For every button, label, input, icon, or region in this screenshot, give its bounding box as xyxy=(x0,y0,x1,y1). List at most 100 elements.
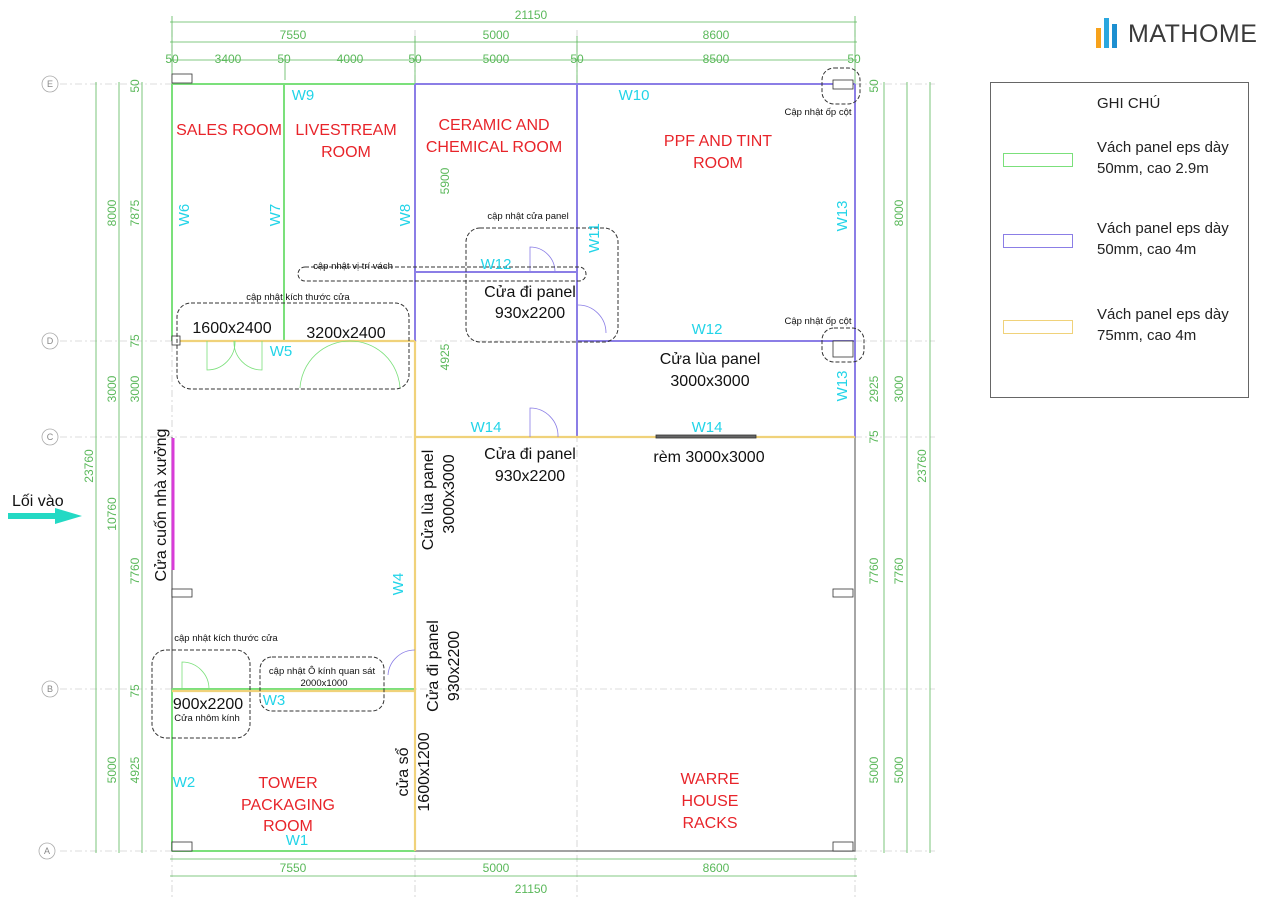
dim-left-inner-6: 75 xyxy=(128,684,142,698)
wall-tag-w2: W2 xyxy=(173,774,196,791)
room-livestream-2: ROOM xyxy=(321,144,371,161)
door-vert-name: Cửa đi panel xyxy=(425,620,442,712)
dim-right-outer-1: 8000 xyxy=(892,199,906,226)
wall-tag-w6: W6 xyxy=(176,204,193,227)
dim-top-d3: 50 xyxy=(277,52,291,66)
wall-tag-w5: W5 xyxy=(270,343,293,360)
slide-vert-name: Cửa lùa panel xyxy=(420,450,437,551)
note-update-column-1: Cập nhật ốp cột xyxy=(784,107,851,118)
wall-tag-w10: W10 xyxy=(619,87,650,104)
legend-swatch-green xyxy=(1003,153,1073,167)
columns xyxy=(171,73,854,852)
wall-tag-w4: W4 xyxy=(390,573,407,596)
dim-top-total: 21150 xyxy=(515,8,548,22)
dim-left-inner-2: 7875 xyxy=(128,199,142,226)
floor-plan: E D C B A xyxy=(8,8,935,900)
dim-left-inner-7: 4925 xyxy=(128,756,142,783)
logo-bar-orange xyxy=(1096,28,1101,48)
note-update-door-size-1: cập nhật kích thước cửa xyxy=(246,292,350,303)
entrance-label: Lối vào xyxy=(12,493,64,510)
window-size: 1600x1200 xyxy=(416,732,433,811)
object-labels: Cửa đi panel 930x2200 Cửa lùa panel 3000… xyxy=(153,284,765,812)
wall-tag-w13-a: W13 xyxy=(834,201,851,232)
room-sales: SALES ROOM xyxy=(176,122,282,139)
grid-label-d: D xyxy=(47,336,54,346)
legend-title: GHI CHÚ xyxy=(1097,95,1161,112)
room-warehouse-1: WARRE xyxy=(681,771,740,788)
dim-texts-bottom: 7550 5000 8600 21150 xyxy=(280,861,730,896)
wall-tag-w1: W1 xyxy=(286,832,309,849)
room-ceramic-2: CHEMICAL ROOM xyxy=(426,139,562,156)
grid-label-c: C xyxy=(47,432,54,442)
window-name: cửa sổ xyxy=(394,747,412,796)
wall-tag-w3: W3 xyxy=(263,692,286,709)
legend-item-purple: Vách panel eps dày 50mm, cao 4m xyxy=(1003,218,1243,268)
dim-right-total: 23760 xyxy=(915,449,929,483)
dim-bottom-total: 21150 xyxy=(515,882,548,896)
dimension-lines xyxy=(95,16,931,877)
dim-right-outer-3: 7760 xyxy=(892,557,906,584)
note-update-wall-pos: cập nhật vị trí vách xyxy=(313,261,393,272)
mathome-logo: MATHOME xyxy=(1094,16,1257,52)
legend-item-green: Vách panel eps dày 50mm, cao 2.9m xyxy=(1003,137,1243,187)
door-1600-label: 1600x2400 xyxy=(192,320,271,337)
logo-bar-blue-1 xyxy=(1104,18,1109,48)
dim-bottom-mid-1: 7550 xyxy=(280,861,307,875)
dim-left-outer-2: 3000 xyxy=(105,375,119,402)
door-swings xyxy=(387,246,607,676)
dim-interior-2: 4925 xyxy=(438,343,452,370)
grid-lines xyxy=(60,30,935,900)
dim-texts-left: 23760 8000 3000 10760 5000 50 7875 75 30… xyxy=(82,79,142,783)
dim-right-inner-1: 50 xyxy=(867,79,881,93)
dim-top-mid-3: 8600 xyxy=(703,28,730,42)
room-warehouse-2: HOUSE xyxy=(682,793,739,810)
dim-left-outer-1: 8000 xyxy=(105,199,119,226)
legend-item-3-line2: 75mm, cao 4m xyxy=(1097,327,1197,344)
legend-item-1-line1: Vách panel eps dày xyxy=(1097,139,1229,156)
legend-item-2-line1: Vách panel eps dày xyxy=(1097,220,1229,237)
room-ceramic-1: CERAMIC AND xyxy=(438,117,549,134)
dim-texts-interior: 5900 4925 xyxy=(438,167,452,370)
dim-top-d1: 50 xyxy=(165,52,179,66)
dim-right-inner-5: 5000 xyxy=(867,756,881,783)
dim-top-d9: 50 xyxy=(847,52,861,66)
wall-tag-w13-b: W13 xyxy=(834,371,851,402)
legend-item-1-line2: 50mm, cao 2.9m xyxy=(1097,160,1209,177)
door-vert-size: 930x2200 xyxy=(446,631,463,701)
wall-tag-w14-a: W14 xyxy=(471,419,502,436)
wall-tag-w7: W7 xyxy=(267,204,284,227)
dim-top-d5: 50 xyxy=(408,52,422,66)
room-labels: SALES ROOM LIVESTREAM ROOM CERAMIC AND C… xyxy=(176,117,772,835)
revision-clouds xyxy=(151,67,865,739)
roll-door-label: Cửa cuốn nhà xưởng xyxy=(153,429,170,582)
dim-right-outer-2: 3000 xyxy=(892,375,906,402)
note-update-column-2: Cập nhật ốp cột xyxy=(784,316,851,327)
legend-item-2-line2: 50mm, cao 4m xyxy=(1097,241,1197,258)
note-update-door-panel: cập nhật cửa panel xyxy=(487,211,568,222)
wall-tag-w11: W11 xyxy=(586,223,603,253)
room-warehouse-3: RACKS xyxy=(682,815,737,832)
dim-top-d8: 8500 xyxy=(703,52,730,66)
dim-top-mid-2: 5000 xyxy=(483,28,510,42)
note-update-window-a: cập nhật Ô kính quan sát xyxy=(269,666,376,677)
note-update-window-b: 2000x1000 xyxy=(300,678,347,689)
legend-swatch-purple xyxy=(1003,234,1073,248)
room-tower-2: PACKAGING xyxy=(241,797,335,814)
dim-right-inner-3: 75 xyxy=(867,430,881,444)
door-panel-2-size: 930x2200 xyxy=(495,468,565,485)
grid-label-a: A xyxy=(44,846,50,856)
dim-left-total: 23760 xyxy=(82,449,96,483)
dim-top-d4: 4000 xyxy=(337,52,364,66)
curtain-label: rèm 3000x3000 xyxy=(653,449,764,466)
dim-texts-top: 21150 7550 5000 8600 50 3400 50 4000 50 … xyxy=(165,8,861,66)
dim-texts-right: 23760 8000 3000 7760 5000 50 2925 75 776… xyxy=(867,79,929,783)
dim-right-inner-4: 7760 xyxy=(867,557,881,584)
door-panel-1-name: Cửa đi panel xyxy=(484,284,576,301)
room-ppf-1: PPF AND TINT xyxy=(664,133,772,150)
yellow-walls xyxy=(172,339,855,851)
dim-left-outer-3: 10760 xyxy=(105,497,119,531)
room-ppf-2: ROOM xyxy=(693,155,743,172)
grid-label-b: B xyxy=(47,684,53,694)
wall-tag-w12-b: W12 xyxy=(692,321,723,338)
room-tower-3: ROOM xyxy=(263,818,313,835)
